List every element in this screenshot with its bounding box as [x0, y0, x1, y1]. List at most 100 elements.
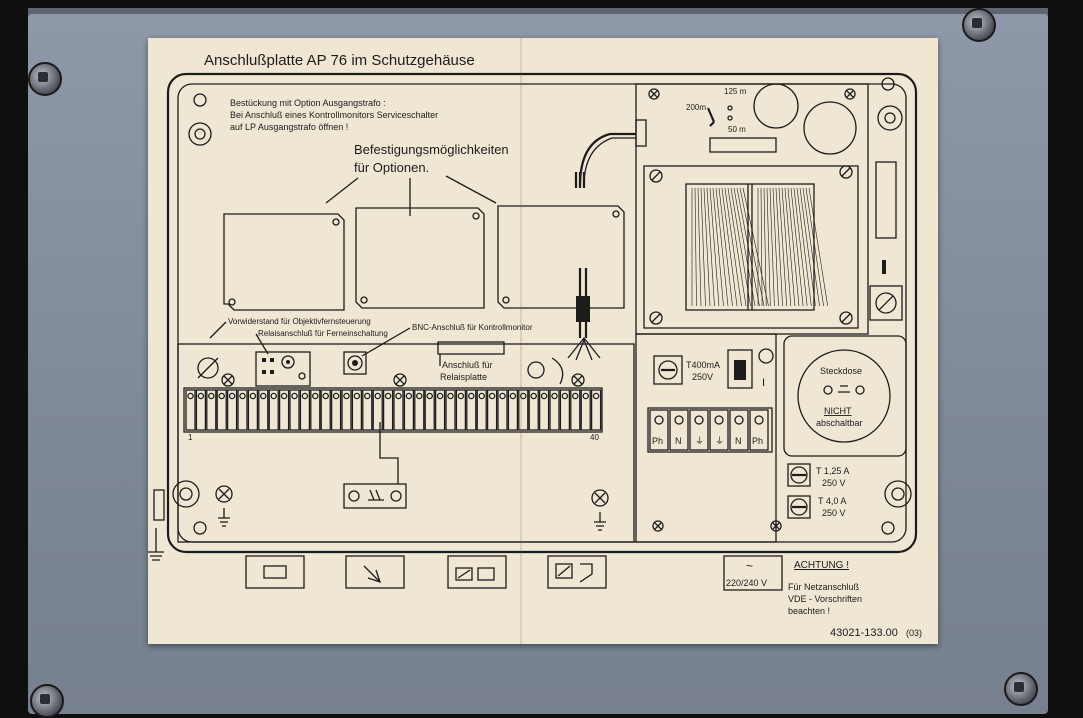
terminal-screw-icon [520, 392, 527, 400]
screw-icon-bottom-right [1004, 672, 1038, 706]
terminal-screw-icon [540, 392, 548, 400]
winding-line [799, 187, 816, 307]
terminal-block [424, 389, 435, 431]
terminal-screw-icon [353, 392, 361, 400]
terminal-screw-icon [447, 392, 454, 400]
terminal-screw-icon [301, 392, 309, 400]
winding-line [703, 187, 711, 307]
winding-line [784, 187, 796, 307]
winding-line [727, 187, 747, 307]
option-slot-boxes [223, 205, 625, 311]
winding-line [718, 187, 733, 307]
wiring-diagram: Anschlußplatte AP 76 im Schutzgehäuse Be… [148, 52, 922, 639]
terminal-screw-icon [509, 392, 517, 400]
capacitor-icon [753, 83, 799, 129]
mains-terminal-screw-icon [734, 415, 744, 425]
resistor-icon [709, 137, 777, 153]
potentiometer-icon [197, 357, 219, 379]
terminal-screw-icon [592, 392, 600, 400]
ground-terminal-block [343, 422, 407, 509]
label-vorwiderstand: Vorwiderstand für Objektivfernsteuerung [228, 317, 371, 326]
winding-line [763, 187, 767, 307]
socket-icon [797, 349, 891, 443]
selector-125: 125 m [724, 87, 747, 96]
mains-terminal-label: Ph [652, 436, 663, 446]
winding-line [808, 187, 828, 307]
terminal-block [445, 389, 456, 431]
winding-line [736, 187, 760, 307]
label-anschluss-1: Anschluß für [442, 360, 493, 370]
terminal-screw-icon [530, 392, 537, 400]
mains-voltage: 220/240 V [726, 578, 767, 588]
terminal-blocks [185, 389, 602, 431]
power-switch-label: I [762, 377, 765, 389]
terminal-start-label: 1 [188, 433, 193, 442]
winding-line [790, 187, 804, 307]
terminal-block [268, 389, 279, 431]
winding-line [793, 187, 808, 307]
cable-icon-top [574, 119, 647, 188]
warning-line-2: VDE - Vorschriften [788, 594, 862, 604]
fuse-holder-long [875, 161, 897, 239]
mains-terminal-screw-icon [674, 415, 684, 425]
mains-terminal-screw-icon [654, 415, 664, 425]
cable-gland-2 [345, 555, 405, 589]
winding-line [739, 187, 765, 307]
terminal-block [518, 389, 529, 431]
terminal-screw-icon [364, 392, 371, 400]
terminal-block [237, 389, 248, 431]
fuse-1-value: T 1,25 A [816, 466, 849, 476]
terminal-block [497, 389, 508, 431]
terminal-screw-icon [332, 392, 340, 400]
cable-icon-middle [567, 268, 601, 361]
terminal-block [559, 389, 571, 431]
winding-line [697, 187, 702, 307]
winding-line [760, 187, 763, 307]
terminal-block [455, 389, 467, 431]
terminal-screw-icon [197, 392, 205, 400]
cable-gland-1 [245, 555, 305, 589]
winding-line [706, 187, 715, 307]
terminal-screw-icon [187, 392, 194, 400]
winding-line [694, 187, 697, 307]
mounting-arrows [325, 175, 497, 216]
terminal-block [278, 389, 290, 431]
transformer-icon [643, 165, 859, 329]
terminal-block [195, 389, 207, 431]
board-inner-outline [177, 83, 907, 543]
terminal-screw-icon [384, 392, 392, 400]
screw-icon-bottom-left [30, 684, 64, 718]
terminal-block [403, 389, 415, 431]
terminal-block [330, 389, 342, 431]
bnc-connector-icon [343, 351, 367, 375]
mains-terminal [709, 409, 729, 451]
winding-line [766, 187, 771, 307]
winding-line [712, 187, 724, 307]
fuse-2-voltage: 250 V [822, 508, 846, 518]
mains-terminal-block [647, 407, 773, 453]
winding-line [700, 187, 706, 307]
label-leader-lines [209, 321, 441, 366]
mains-terminal-label: Ph [752, 436, 763, 446]
socket-warning-2: abschaltbar [816, 418, 863, 428]
terminal-screw-icon [249, 392, 257, 400]
terminal-end-label: 40 [590, 433, 599, 442]
main-fuse-voltage: 250V [692, 372, 713, 382]
terminal-block [393, 389, 404, 431]
housing-edge [28, 8, 1048, 18]
power-switch-icon [727, 349, 753, 389]
terminal-screw-icon [436, 392, 444, 400]
cable-gland-3 [447, 555, 507, 589]
terminal-block [372, 389, 383, 431]
terminal-screw-icon [561, 392, 569, 400]
part-revision: (03) [906, 628, 922, 638]
terminal-screw-icon [405, 392, 413, 400]
screw-block [869, 285, 903, 321]
terminal-screw-icon [270, 392, 277, 400]
mains-terminal-screw-icon [694, 415, 704, 425]
terminal-block [486, 389, 498, 431]
mains-input-box: ~ 220/240 V [723, 555, 783, 591]
selector-screws [648, 88, 856, 100]
photo-scene: Anschlußplatte AP 76 im Schutzgehäuse Be… [28, 8, 1048, 718]
terminal-block [538, 389, 550, 431]
